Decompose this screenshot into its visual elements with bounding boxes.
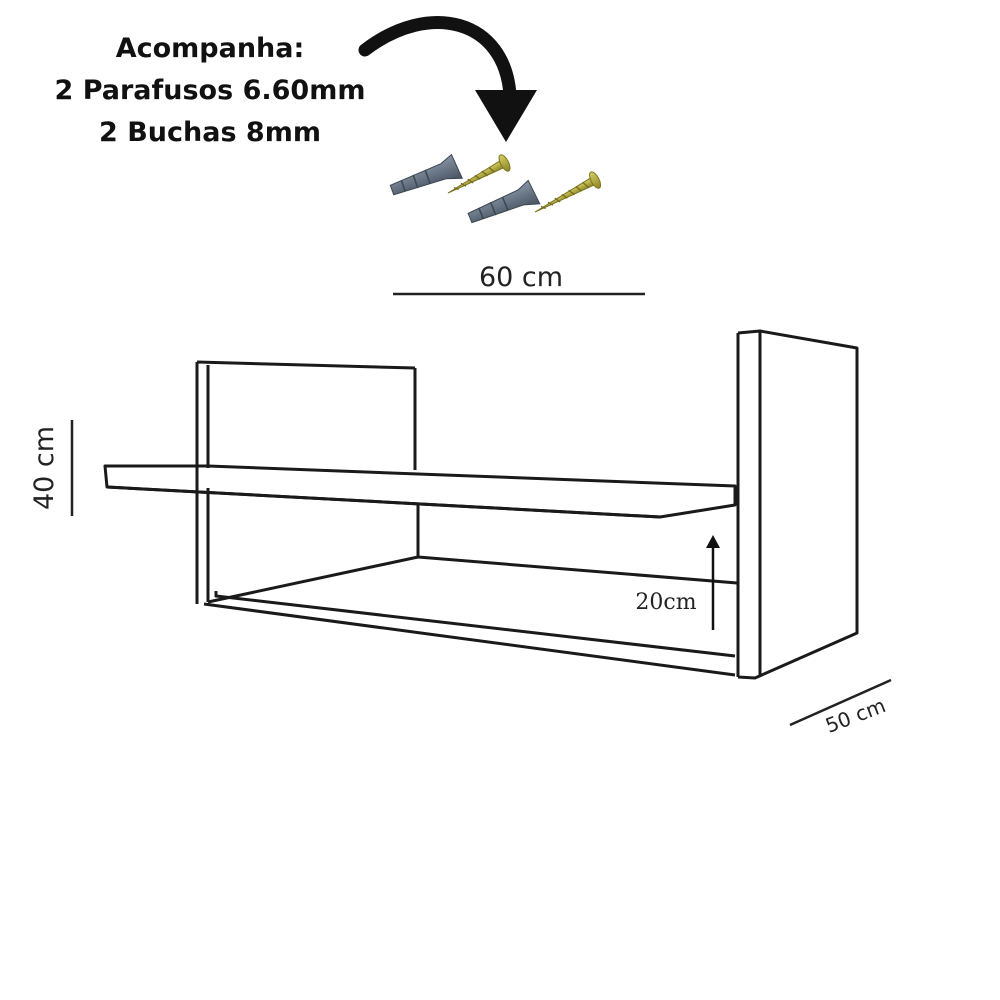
height-dimension: 40 cm (29, 420, 74, 516)
height-label: 40 cm (29, 426, 60, 510)
right-panel (736, 329, 859, 680)
hardware-caption: Acompanha: 2 Parafusos 6.60mm 2 Buchas 8… (50, 28, 370, 154)
caption-anchors: 2 Buchas 8mm (99, 117, 321, 148)
left-upright (195, 360, 420, 604)
depth-label: 50 cm (822, 693, 889, 738)
shelf-gap-annotation: 20cm (635, 535, 720, 630)
curved-arrow-icon (358, 16, 537, 142)
screw-icon (534, 171, 602, 213)
caption-screws: 2 Parafusos 6.60mm (54, 75, 366, 106)
shelf-gap-label: 20cm (635, 590, 696, 615)
width-label: 60 cm (479, 262, 563, 293)
caption-title: Acompanha: (115, 33, 305, 64)
shelf-drawing (103, 329, 859, 680)
screw-icon (447, 154, 511, 194)
width-dimension: 60 cm (393, 262, 645, 296)
wall-anchor-icon (467, 179, 541, 224)
wall-anchor-icon (389, 153, 463, 196)
depth-dimension: 50 cm (789, 678, 892, 738)
hardware-icons (389, 153, 602, 224)
bottom-box (203, 555, 738, 677)
